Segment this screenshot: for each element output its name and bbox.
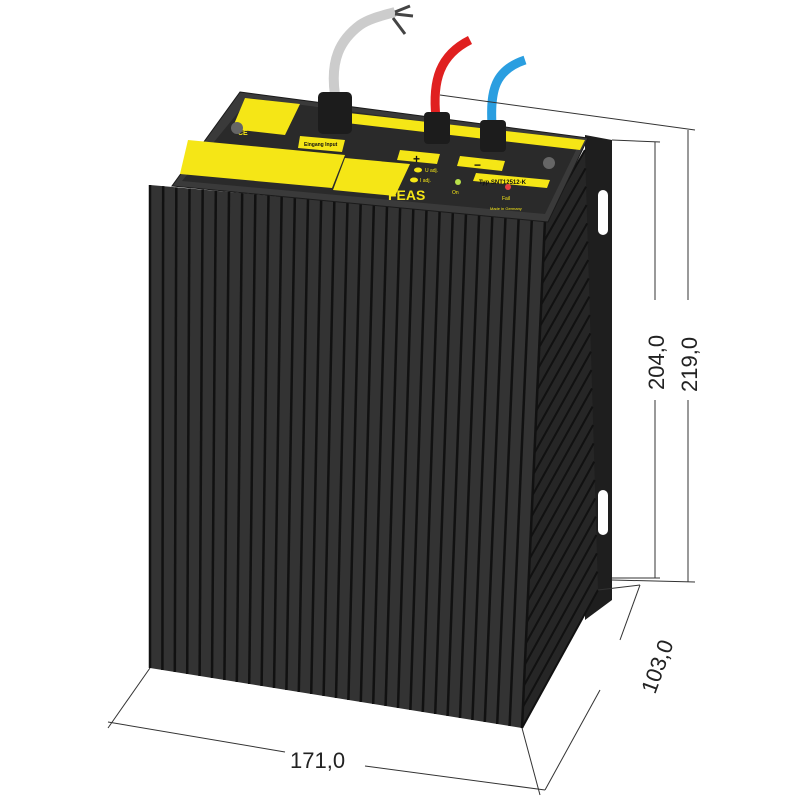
heatsink-fin <box>508 218 534 727</box>
heatsink-fin <box>347 203 362 701</box>
heatsink-fin <box>471 215 494 721</box>
heatsink-fin <box>371 205 389 705</box>
u-adj-label: U adj. <box>425 168 438 174</box>
input-gland <box>318 92 352 134</box>
heatsink-side-fin <box>524 516 597 644</box>
mounting-slot-bottom <box>598 490 608 535</box>
heatsink-fin <box>198 189 204 677</box>
heatsink-side-fin <box>536 296 591 390</box>
heatsink-front <box>150 185 545 728</box>
heatsink-side-fin <box>542 186 587 263</box>
heatsink-side-fin <box>528 442 595 560</box>
heatsink-fin <box>322 201 336 697</box>
heatsink-side-fin <box>531 387 593 496</box>
heatsink-side-fin <box>523 534 598 665</box>
heatsink-side-fin <box>533 351 592 454</box>
heatsink-side-fin <box>532 369 593 475</box>
heatsink-fin <box>285 197 297 691</box>
heatsink-fin <box>260 195 270 687</box>
minus-label-box <box>457 156 505 171</box>
u-adj-potentiometer[interactable] <box>414 167 422 173</box>
heatsink-fin <box>297 198 310 693</box>
led-on <box>455 179 461 185</box>
i-adj-potentiometer[interactable] <box>410 177 418 183</box>
fail-label: Fail <box>502 196 510 202</box>
positive-cable <box>430 35 473 119</box>
heatsink-fin <box>483 216 507 723</box>
heatsink-side-fin <box>541 204 588 284</box>
led-fail <box>505 184 511 190</box>
heatsink-fin <box>359 204 376 703</box>
heatsink-fin <box>185 188 191 675</box>
heatsink-fin <box>396 208 415 709</box>
approval-label <box>333 158 410 196</box>
heatsink-fin <box>495 217 520 725</box>
heatsink-fin <box>334 202 349 699</box>
type-label: Typ SNT12512-K <box>479 180 527 186</box>
heatsink-side-fin <box>540 222 589 306</box>
plus-label: + <box>413 152 420 166</box>
heatsink-side-fin <box>527 461 596 581</box>
ce-mark: CE <box>238 130 248 137</box>
heatsink-side-fin <box>530 406 594 517</box>
heatsink-side-fin <box>534 332 592 433</box>
warning-strip <box>338 112 585 150</box>
minus-label: − <box>474 158 481 172</box>
i-adj-label: I adj. <box>420 178 431 184</box>
heatsink-side-fin <box>525 497 597 623</box>
heatsink-fin <box>235 193 244 683</box>
screw-icon <box>231 122 243 134</box>
height-total-dimension: 219,0 <box>677 337 702 392</box>
width-dimension: 171,0 <box>290 748 345 773</box>
heatsink-side-fin <box>522 571 599 708</box>
input-label-box <box>298 136 345 152</box>
made-in-label: Made in Germany <box>490 206 522 211</box>
heatsink-fin <box>309 200 323 695</box>
heatsink-side-fin <box>535 314 591 411</box>
heatsink-fin <box>433 211 455 715</box>
plus-label-box <box>397 150 440 164</box>
heatsink-fin <box>384 207 402 707</box>
type-label-box <box>473 173 550 188</box>
heatsink-fin <box>272 196 283 689</box>
height-inner-dimension: 204,0 <box>644 335 669 390</box>
brand-logo: FEAS <box>388 187 425 203</box>
heatsink-fin <box>223 191 231 681</box>
heatsink-fin <box>446 212 468 717</box>
input-wires <box>391 4 414 35</box>
heatsink-side-fin <box>521 589 599 729</box>
heatsink-side-fin <box>526 479 596 602</box>
heatsink-fin <box>409 209 428 711</box>
heatsink-side-fin <box>523 552 598 687</box>
negative-gland <box>480 120 506 152</box>
on-label: On <box>452 190 459 196</box>
heatsink-fin <box>520 219 547 729</box>
heatsink-fin <box>210 190 218 679</box>
screw-icon <box>543 157 555 169</box>
heatsink-side-fins <box>521 149 599 729</box>
heatsink-fin <box>421 210 441 713</box>
heatsink-side-fin <box>543 167 587 242</box>
input-cable <box>328 7 397 96</box>
positive-gland <box>424 112 450 144</box>
spec-label <box>180 140 345 188</box>
heatsink-fin <box>161 186 165 671</box>
heatsink-side-fin <box>529 424 594 538</box>
heatsink-fin <box>247 194 257 685</box>
heatsink-fin <box>458 214 481 719</box>
input-label: Eingang Input <box>304 142 338 148</box>
heatsink-fins <box>148 185 547 729</box>
heatsink-side-fin <box>537 277 590 369</box>
heatsink-fin <box>173 187 178 673</box>
dimension-lines <box>107 94 696 796</box>
negative-cable <box>487 55 527 126</box>
brand-label <box>232 98 300 135</box>
depth-dimension: 103,0 <box>636 636 678 696</box>
heatsink-side-fin <box>539 241 589 327</box>
mounting-slot-top <box>598 190 608 235</box>
heatsink-side-fin <box>538 259 590 348</box>
